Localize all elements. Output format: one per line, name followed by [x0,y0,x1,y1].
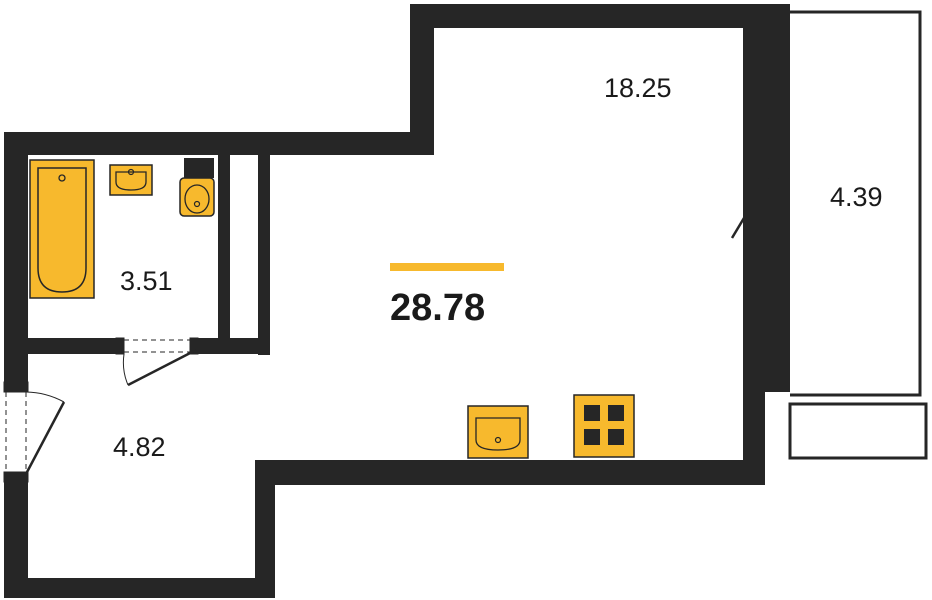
balcony-door [730,171,789,363]
balcony-outline [788,10,928,460]
bathroom-bottom-wall-left [28,338,120,354]
bathtub-icon [29,159,95,299]
bathroom-door [115,337,199,387]
total-area-accent-bar [390,263,504,271]
washbasin-icon [109,164,153,196]
bathroom-area: 3.51 [120,266,173,296]
hallway-area: 4.82 [113,432,166,462]
total-area: 28.78 [390,287,485,329]
entrance-door [3,381,66,483]
walls [4,4,790,598]
living-room-area: 18.25 [604,73,672,103]
shaft-wall [258,155,270,355]
living-right-wall-lower [743,358,765,392]
kitchen-sink-icon [467,405,529,459]
bathroom-bottom-wall-right [195,338,270,354]
living-right-wall-upper [743,28,765,170]
stove-icon [573,394,635,458]
toilet-icon [179,158,215,217]
bathroom-right-wall [218,155,230,340]
outer-wall [4,4,790,598]
balcony-area: 4.39 [830,182,883,212]
